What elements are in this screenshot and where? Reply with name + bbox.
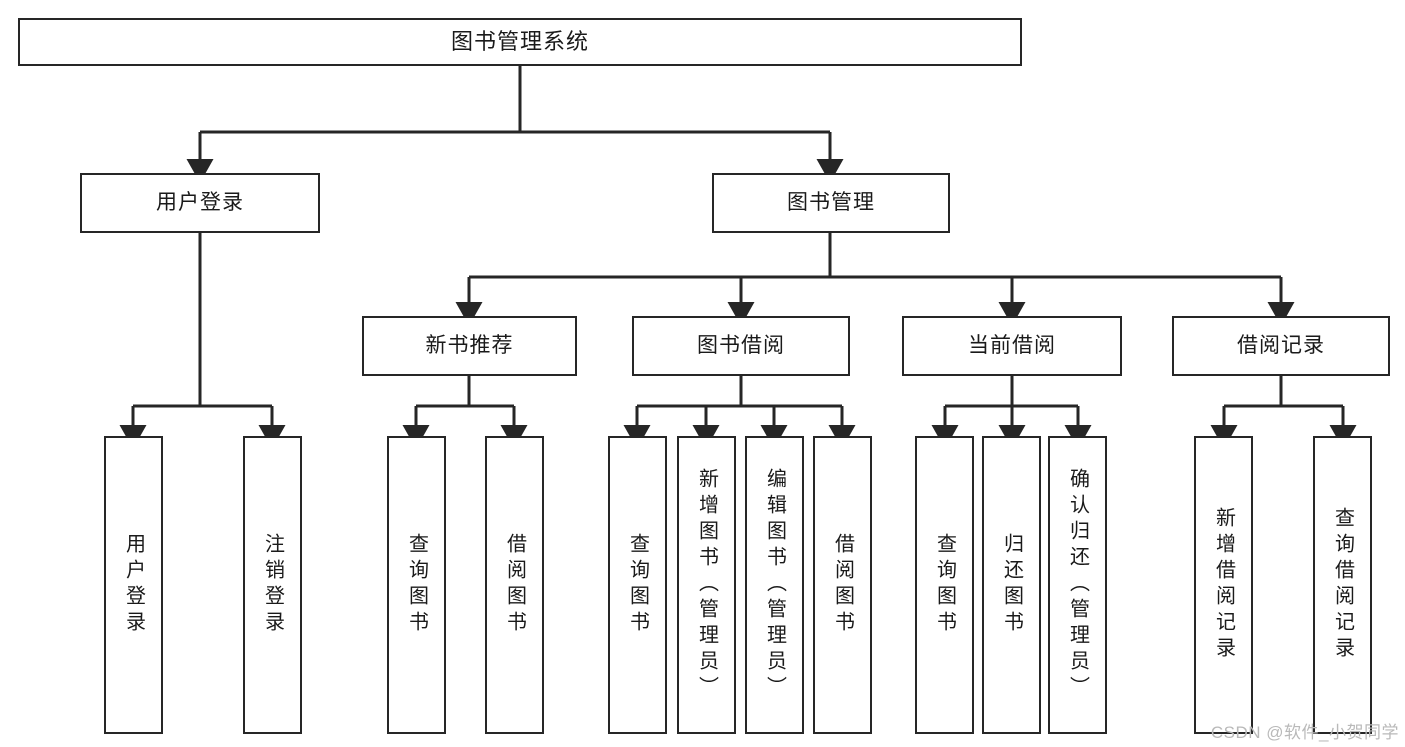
leaf-label: 借阅图书 — [831, 533, 854, 637]
leaf-label: 用户登录 — [122, 533, 145, 637]
leaf-user-login-login[interactable]: 用户登录 — [104, 436, 163, 734]
node-book-borrow[interactable]: 图书借阅 — [632, 316, 850, 376]
leaf-label: 确认归还（管理员） — [1066, 468, 1089, 702]
leaf-label: 查询借阅记录 — [1331, 507, 1354, 663]
leaf-book-borrow-query[interactable]: 查询图书 — [608, 436, 667, 734]
node-label: 当前借阅 — [968, 334, 1056, 358]
leaf-current-borrow-confirm-return[interactable]: 确认归还（管理员） — [1048, 436, 1107, 734]
leaf-label: 查询图书 — [405, 533, 428, 637]
leaf-label: 借阅图书 — [503, 533, 526, 637]
leaf-label: 新增图书（管理员） — [695, 468, 718, 702]
node-book-management[interactable]: 图书管理 — [712, 173, 950, 233]
leaf-user-login-logout[interactable]: 注销登录 — [243, 436, 302, 734]
node-label: 新书推荐 — [425, 334, 514, 358]
leaf-label: 注销登录 — [261, 533, 284, 637]
node-user-login[interactable]: 用户登录 — [80, 173, 320, 233]
leaf-new-book-query[interactable]: 查询图书 — [387, 436, 446, 734]
node-new-book-recommend[interactable]: 新书推荐 — [362, 316, 577, 376]
node-borrow-record[interactable]: 借阅记录 — [1172, 316, 1390, 376]
node-label: 图书管理系统 — [450, 28, 589, 54]
leaf-label: 查询图书 — [933, 533, 956, 637]
leaf-current-borrow-return[interactable]: 归还图书 — [982, 436, 1041, 734]
node-label: 用户登录 — [156, 191, 244, 215]
node-label: 图书借阅 — [697, 334, 785, 358]
leaf-current-borrow-query[interactable]: 查询图书 — [915, 436, 974, 734]
leaf-book-borrow-borrow[interactable]: 借阅图书 — [813, 436, 872, 734]
leaf-new-book-borrow[interactable]: 借阅图书 — [485, 436, 544, 734]
leaf-borrow-record-add[interactable]: 新增借阅记录 — [1194, 436, 1253, 734]
node-root-system[interactable]: 图书管理系统 — [18, 18, 1022, 66]
node-current-borrow[interactable]: 当前借阅 — [902, 316, 1122, 376]
leaf-label: 新增借阅记录 — [1212, 507, 1235, 663]
leaf-label: 归还图书 — [1000, 533, 1023, 637]
watermark: CSDN @软件_小贺同学 — [1210, 723, 1399, 742]
leaf-book-borrow-add[interactable]: 新增图书（管理员） — [677, 436, 736, 734]
leaf-book-borrow-edit[interactable]: 编辑图书（管理员） — [745, 436, 804, 734]
node-label: 图书管理 — [787, 191, 875, 215]
node-label: 借阅记录 — [1237, 334, 1325, 358]
leaf-label: 编辑图书（管理员） — [763, 468, 786, 702]
leaf-label: 查询图书 — [626, 533, 649, 637]
leaf-borrow-record-query[interactable]: 查询借阅记录 — [1313, 436, 1372, 734]
